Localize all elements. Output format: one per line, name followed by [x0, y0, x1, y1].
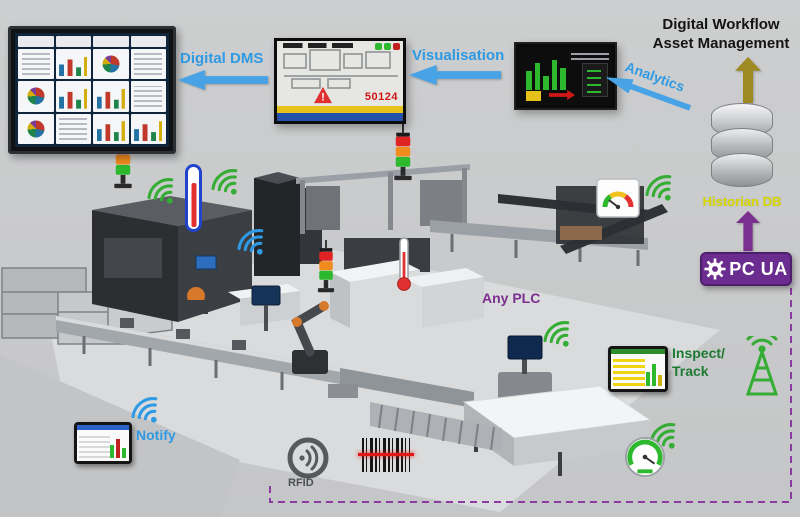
rfid-label: RFID	[288, 477, 314, 489]
column-gauge-icon	[185, 164, 202, 232]
rfid-waves-icon	[287, 437, 329, 479]
dms-dashboard-screen	[15, 33, 169, 147]
notify-label: Notify	[136, 427, 176, 443]
inspect-track-screen	[611, 349, 665, 389]
gauge-icon	[624, 436, 666, 478]
svg-text:!: !	[321, 92, 325, 104]
dashboard-tile	[18, 81, 54, 112]
andon-count-value: 50124	[364, 91, 398, 103]
dms-monitor	[8, 26, 176, 154]
barcode-icon	[358, 438, 414, 472]
dashboard-tile	[55, 113, 91, 144]
andon-header-bar	[283, 43, 353, 48]
dashboard-tile	[130, 113, 166, 144]
thermometer-icon	[394, 236, 414, 292]
andon-line-layout	[283, 49, 398, 89]
factory-roller-conveyor	[328, 384, 502, 452]
analytics-text-lines	[571, 52, 609, 60]
gauge-icon	[596, 178, 640, 218]
warning-triangle-icon: !	[314, 86, 332, 104]
digital-dms-arrow	[178, 70, 268, 90]
workflow-up-arrow	[735, 57, 761, 103]
dashboard-tile	[130, 81, 166, 112]
historian-up-arrow	[736, 211, 760, 251]
factory-left-machine	[92, 172, 322, 322]
factory-conveyor-left	[56, 316, 474, 408]
opc-ua-logo: PC UA	[700, 252, 792, 286]
workflow-title-line2: Asset Management	[652, 34, 790, 52]
factory-robot	[291, 301, 329, 374]
dashboard-tile	[93, 113, 129, 144]
dashboard-tile	[93, 49, 129, 80]
inspect-track-label: Inspect/ Track	[672, 345, 725, 380]
gear-icon	[704, 258, 726, 280]
factory-gantry	[296, 164, 470, 234]
historian-db-label: Historian DB	[702, 194, 782, 209]
opc-ua-label: PC UA	[729, 258, 788, 279]
workflow-title: Digital Workflow Asset Management	[645, 16, 797, 54]
andon-screen: ! 50124	[277, 41, 403, 121]
dashboard-tile	[93, 81, 129, 112]
andon-display: ! 50124	[274, 38, 406, 124]
antenna-icon	[740, 336, 784, 400]
factory-kiosk	[251, 285, 281, 331]
historian-db-icon	[711, 103, 773, 193]
inspect-track-tablet	[608, 346, 668, 392]
andon-status-icons	[375, 43, 400, 50]
analytics-screen	[519, 47, 612, 105]
andon-blue-strip	[277, 113, 403, 121]
notify-screen	[77, 425, 129, 461]
dashboard-tile	[18, 49, 54, 80]
analytics-dashboard	[514, 42, 617, 110]
any-plc-label: Any PLC	[482, 290, 541, 306]
workflow-title-line1: Digital Workflow	[662, 16, 780, 33]
dashboard-tile-grid	[18, 49, 166, 144]
dashboard-tile	[55, 49, 91, 80]
notify-tablet	[74, 422, 132, 464]
visualisation-arrow	[409, 65, 501, 85]
analytics-red-arrow-icon	[549, 90, 575, 100]
digital-dms-label: Digital DMS	[180, 50, 264, 67]
dashboard-tile	[130, 49, 166, 80]
dashboard-header-row	[18, 36, 166, 47]
rfid-icon: RFID	[286, 436, 334, 489]
andon-tower-icon	[314, 240, 338, 294]
analytics-yellow-block	[526, 91, 541, 101]
analytics-bar-chart	[526, 58, 566, 90]
visualisation-label: Visualisation	[412, 47, 505, 64]
dashboard-tile	[55, 81, 91, 112]
dashboard-tile	[18, 113, 54, 144]
analytics-side-panel	[582, 63, 608, 97]
andon-tower-icon	[390, 124, 416, 182]
andon-yellow-strip	[277, 106, 403, 113]
